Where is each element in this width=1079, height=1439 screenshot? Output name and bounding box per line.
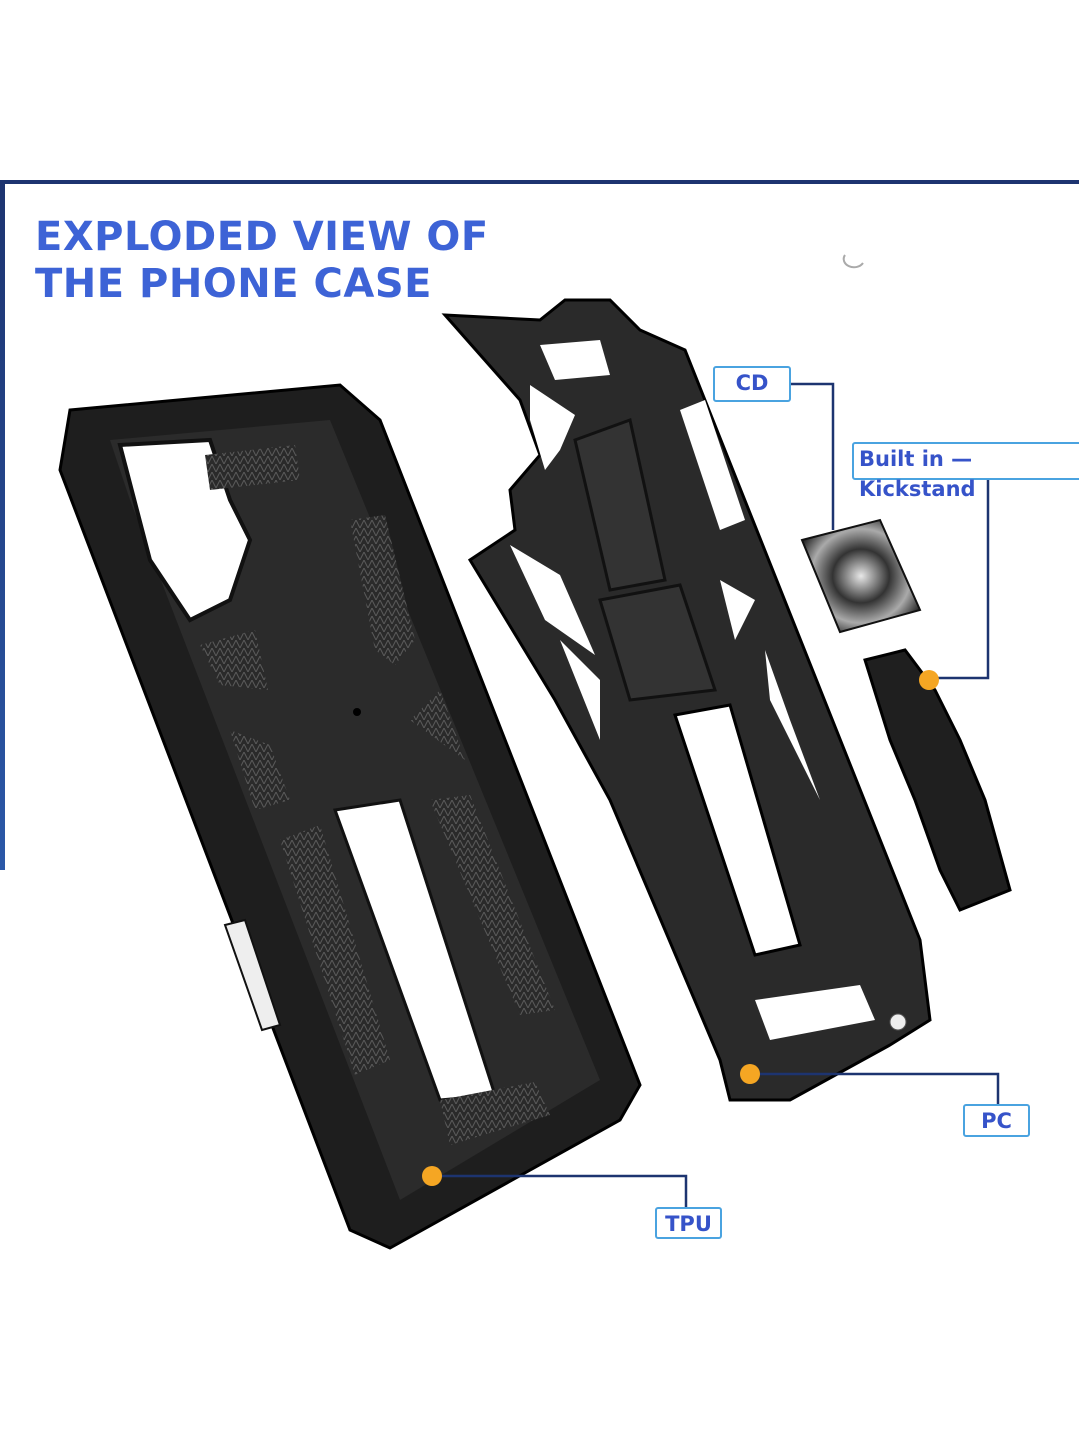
frame-top-border	[0, 180, 1079, 184]
frame-left-border	[0, 180, 5, 870]
pc-frame	[441, 298, 932, 1102]
label-tpu: TPU	[655, 1207, 722, 1239]
label-kickstand: Built in — Kickstand	[852, 442, 1079, 501]
title-line-1: EXPLODED VIEW OF	[35, 214, 489, 260]
leader-lines	[432, 382, 1000, 1207]
tpu-marker-dot	[422, 1166, 442, 1186]
kickstand-marker-dot	[919, 670, 939, 690]
tpu-case	[58, 383, 642, 1250]
diagram-title: EXPLODED VIEW OF THE PHONE CASE	[35, 214, 489, 308]
label-pc: PC	[963, 1104, 1030, 1137]
cd-metal-plate	[800, 518, 922, 634]
title-line-2: THE PHONE CASE	[35, 261, 432, 307]
label-cd: CD	[713, 366, 791, 402]
pc-marker-dot	[740, 1064, 760, 1084]
